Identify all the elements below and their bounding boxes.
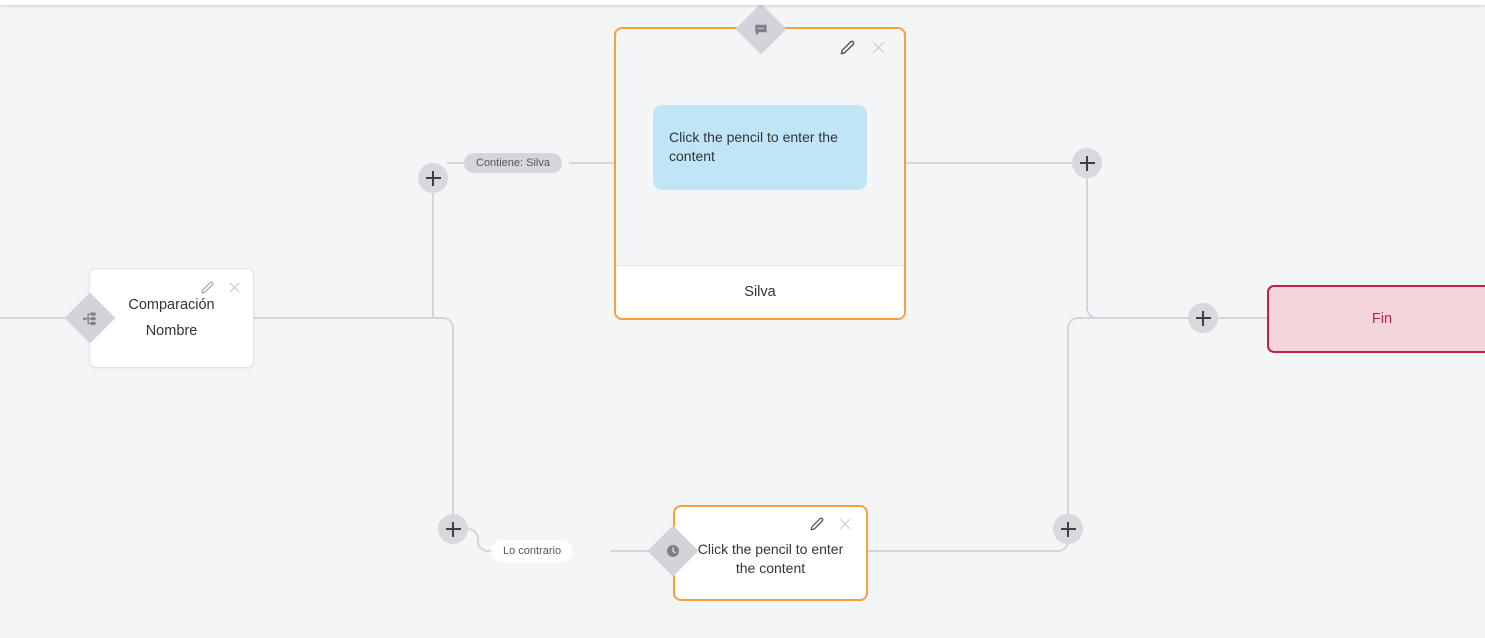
edge-label-contrario[interactable]: Lo contrario (491, 540, 574, 562)
plus-icon-add-before-end[interactable] (1188, 303, 1218, 333)
comparison-node-subtitle: Nombre (145, 323, 198, 339)
close-icon[interactable] (871, 40, 886, 55)
plus-icon-add-after-wait[interactable] (1053, 514, 1083, 544)
edge-wait-up-to-end (1067, 317, 1189, 515)
wait-node[interactable]: Click the pencil to enter the content (673, 505, 868, 601)
pencil-icon[interactable] (201, 281, 214, 294)
wait-node-toolbar (810, 517, 852, 531)
top-shadow-strip (0, 0, 1485, 5)
pencil-icon[interactable] (810, 517, 824, 531)
chat-bubble-icon-badge (735, 3, 787, 55)
sitemap-icon-badge (64, 292, 116, 344)
clock-icon (665, 543, 681, 559)
comparison-node-title: Comparación (128, 296, 215, 313)
plus-icon-add-branch-true[interactable] (418, 163, 448, 193)
plus-icon-add-after-message[interactable] (1072, 148, 1102, 178)
message-node-body: Click the pencil to enter the content (616, 29, 904, 265)
end-node[interactable]: Fin (1267, 285, 1485, 353)
edge-wait-to-plus (867, 540, 1069, 552)
message-node[interactable]: Click the pencil to enter the content Si… (614, 27, 906, 320)
message-node-footer: Silva (616, 265, 904, 318)
edge-label-contiene[interactable]: Contiene: Silva (464, 153, 562, 173)
message-node-toolbar (840, 40, 886, 55)
close-icon[interactable] (838, 517, 852, 531)
message-bubble[interactable]: Click the pencil to enter the content (653, 104, 867, 190)
edge-comparison-to-false (253, 317, 454, 520)
edge-plus-down-to-end (1086, 177, 1189, 319)
plus-icon-add-branch-false[interactable] (438, 514, 468, 544)
pencil-icon[interactable] (840, 40, 855, 55)
clock-icon-badge (647, 525, 699, 577)
chat-bubble-icon (754, 22, 769, 37)
close-icon[interactable] (228, 281, 241, 294)
wait-node-text: Click the pencil to enter the content (697, 541, 844, 576)
edge-false-to-label (467, 528, 493, 552)
sitemap-icon (83, 311, 98, 326)
comparison-node-toolbar (201, 281, 241, 294)
comparison-node[interactable]: Comparación Nombre (89, 268, 254, 368)
